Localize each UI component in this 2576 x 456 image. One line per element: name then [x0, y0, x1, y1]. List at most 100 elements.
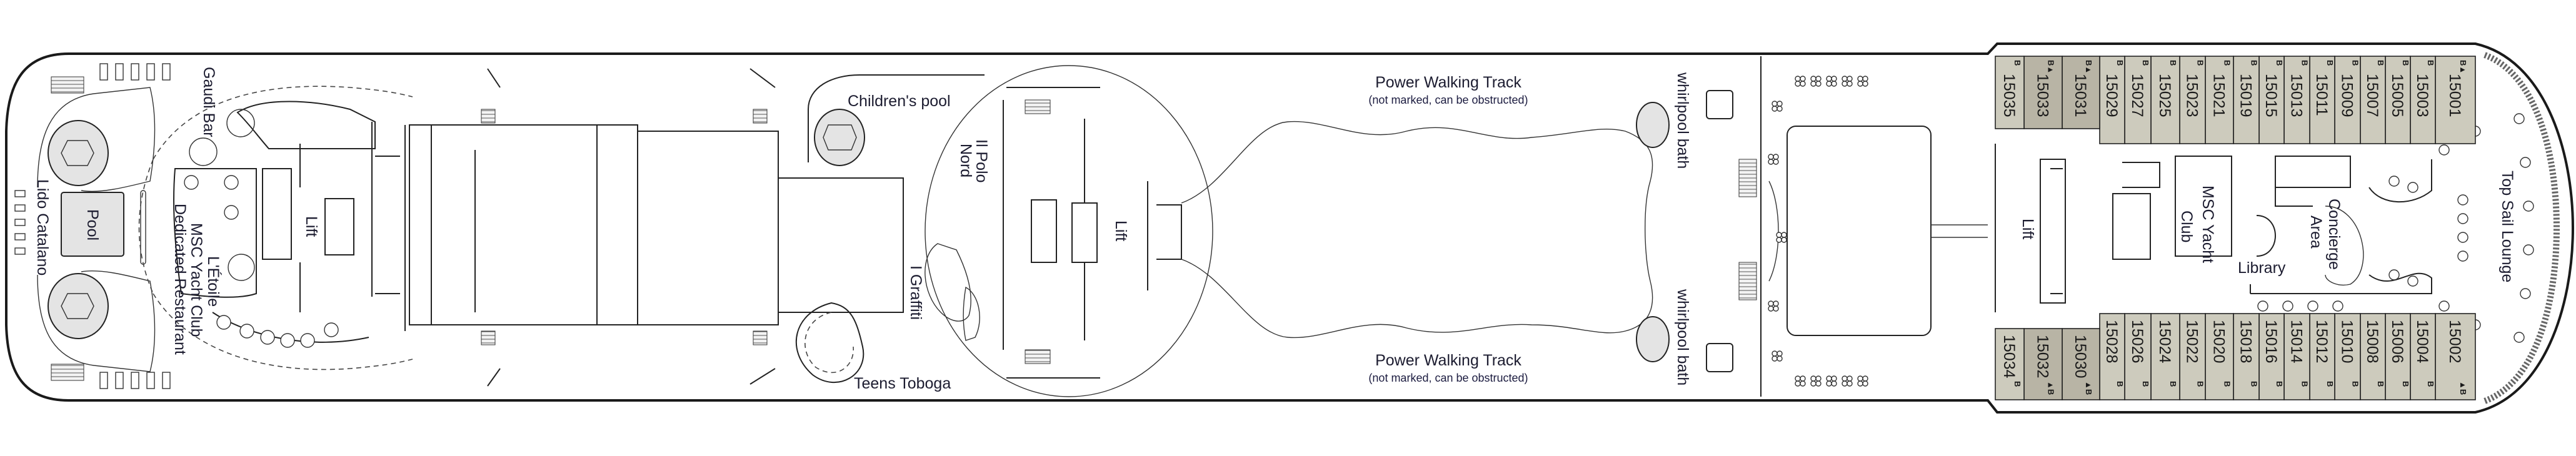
- cabin-category: B: [2141, 60, 2150, 66]
- cabin-number: 15003: [2413, 74, 2431, 117]
- cabin-number: 15030: [2072, 335, 2089, 379]
- cabin-category: ▲B: [2084, 381, 2093, 395]
- mid-lift-bank: [1003, 87, 1182, 379]
- concierge-area-label: Concierge: [2325, 199, 2343, 270]
- cabin-category: B: [2325, 381, 2335, 387]
- cabin-block[interactable]: [2099, 56, 2125, 144]
- power-walking-note-bottom: (not marked, can be obstructed): [1368, 372, 1528, 384]
- cabin-number: 15020: [2210, 320, 2228, 364]
- cabin-number: 15031: [2072, 74, 2089, 117]
- cabin-block[interactable]: [2435, 56, 2476, 144]
- deck-chair-icon: [1842, 375, 1853, 387]
- lounge-table-icon: [2457, 213, 2468, 224]
- cabin-block[interactable]: [2205, 313, 2234, 400]
- deck-chair-icon: [1842, 76, 1853, 87]
- cabin-block[interactable]: [2062, 328, 2100, 400]
- lounge-table-icon: [2520, 157, 2531, 168]
- cabin-block[interactable]: [2023, 56, 2063, 129]
- cabin-block[interactable]: [2179, 313, 2206, 400]
- cabin-15032[interactable]: 15032▲B: [2023, 328, 2063, 400]
- cabin-number: 15008: [2363, 320, 2381, 364]
- stairs-icon: [51, 76, 84, 94]
- cabin-block[interactable]: [2205, 56, 2234, 144]
- lounge-table-icon: [2457, 194, 2468, 206]
- cabin-block[interactable]: [2360, 56, 2386, 144]
- cabin-number: 15021: [2210, 74, 2228, 117]
- lounge-table-icon: [2407, 275, 2418, 287]
- cabin-block[interactable]: [2062, 56, 2100, 129]
- lounge-table-icon: [2388, 176, 2400, 187]
- childrens-pool-basin: [814, 109, 865, 166]
- cabin-block[interactable]: [2309, 56, 2335, 144]
- cabin-category: ▲B: [2458, 381, 2468, 395]
- cabin-block[interactable]: [1995, 56, 2025, 129]
- top-sail-lounge-label: Top Sail Lounge: [2498, 171, 2516, 282]
- cabin-block[interactable]: [2385, 313, 2411, 400]
- cabin-number: 15034: [2000, 335, 2018, 379]
- toboga-track: [796, 302, 865, 383]
- i-graffiti-label: I Graffiti: [907, 265, 925, 320]
- cabin-category: B: [2401, 60, 2410, 66]
- cabin-15002[interactable]: 15002▲B: [2435, 313, 2476, 400]
- cabin-block[interactable]: [2233, 313, 2260, 400]
- whirlpool-bath-label-bottom: whirlpool bath: [1674, 289, 1691, 385]
- deck-chair-icon: [1772, 101, 1783, 112]
- cabin-block[interactable]: [2258, 313, 2285, 400]
- cabin-block[interactable]: [2124, 313, 2152, 400]
- cabin-number: 15001: [2446, 74, 2463, 117]
- lounge-table-icon: [2513, 113, 2525, 124]
- cabin-category: B: [2196, 60, 2205, 66]
- deck-chair-icon: [1768, 154, 1779, 165]
- deck-chair-icon: [1826, 375, 1837, 387]
- whirlpool-bottom: [1636, 316, 1670, 362]
- cabin-block[interactable]: [2179, 56, 2206, 144]
- cabin-block[interactable]: [2150, 313, 2180, 400]
- lounge-table-icon: [2388, 269, 2400, 280]
- cabin-block[interactable]: [2233, 56, 2260, 144]
- cabin-block[interactable]: [2334, 313, 2361, 400]
- cabin-block[interactable]: [2410, 313, 2436, 400]
- cabin-block[interactable]: [1995, 328, 2025, 400]
- cabin-block[interactable]: [2435, 313, 2476, 400]
- lounge-table-icon: [2407, 182, 2418, 193]
- cabin-block[interactable]: [2150, 56, 2180, 144]
- cabin-category: B: [2376, 60, 2385, 66]
- il-polo-nord-label: Il Polo: [973, 139, 990, 182]
- cabin-block[interactable]: [2023, 328, 2063, 400]
- cabin-block[interactable]: [2283, 313, 2310, 400]
- cabin-15030[interactable]: 15030 ▲B: [2062, 328, 2100, 400]
- cabin-block[interactable]: [2385, 56, 2411, 144]
- cabin-block[interactable]: [2309, 313, 2335, 400]
